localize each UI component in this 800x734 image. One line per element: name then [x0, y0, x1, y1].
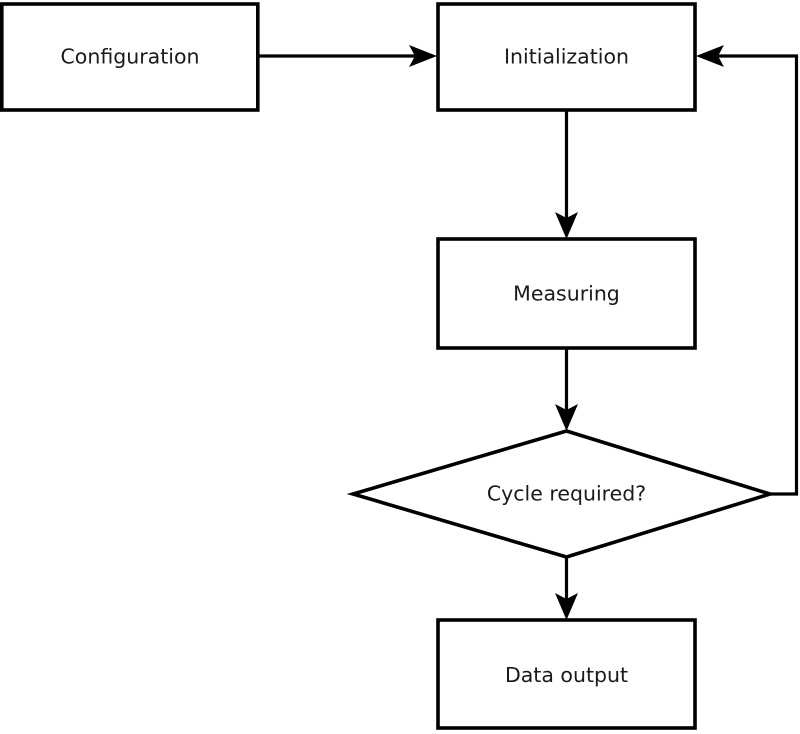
node-shape-rect[interactable]	[436, 618, 697, 730]
arrow-head-icon	[555, 404, 578, 431]
node-label-configuration: Configuration	[60, 45, 199, 69]
node-shape-rect[interactable]	[0, 2, 260, 112]
node-shape-diamond[interactable]	[346, 429, 777, 559]
node-label-initialization: Initialization	[504, 45, 629, 69]
edge-measuring-cycle	[555, 348, 578, 431]
node-configuration[interactable]: Configuration	[0, 2, 260, 112]
node-cycle-required[interactable]: Cycle required?	[346, 429, 777, 559]
edge-line	[715, 54, 799, 496]
arrow-head-icon	[555, 593, 578, 620]
arrow-head-icon	[555, 212, 578, 239]
edge-cycle-data-output	[555, 557, 578, 620]
edge-initialization-measuring	[555, 111, 578, 239]
node-shape-rect[interactable]	[436, 2, 697, 112]
arrow-head-icon	[409, 45, 437, 67]
node-initialization[interactable]: Initialization	[436, 2, 697, 112]
node-shape-rect[interactable]	[436, 237, 697, 350]
edge-cycle-initialization	[696, 45, 799, 496]
node-label-cycle-required: Cycle required?	[487, 482, 646, 506]
edge-configuration-initialization	[258, 45, 437, 67]
node-label-measuring: Measuring	[513, 282, 620, 306]
arrow-head-icon	[696, 45, 724, 67]
node-label-data-output: Data output	[505, 663, 628, 687]
node-data-output[interactable]: Data output	[436, 618, 697, 730]
node-measuring[interactable]: Measuring	[436, 237, 697, 350]
